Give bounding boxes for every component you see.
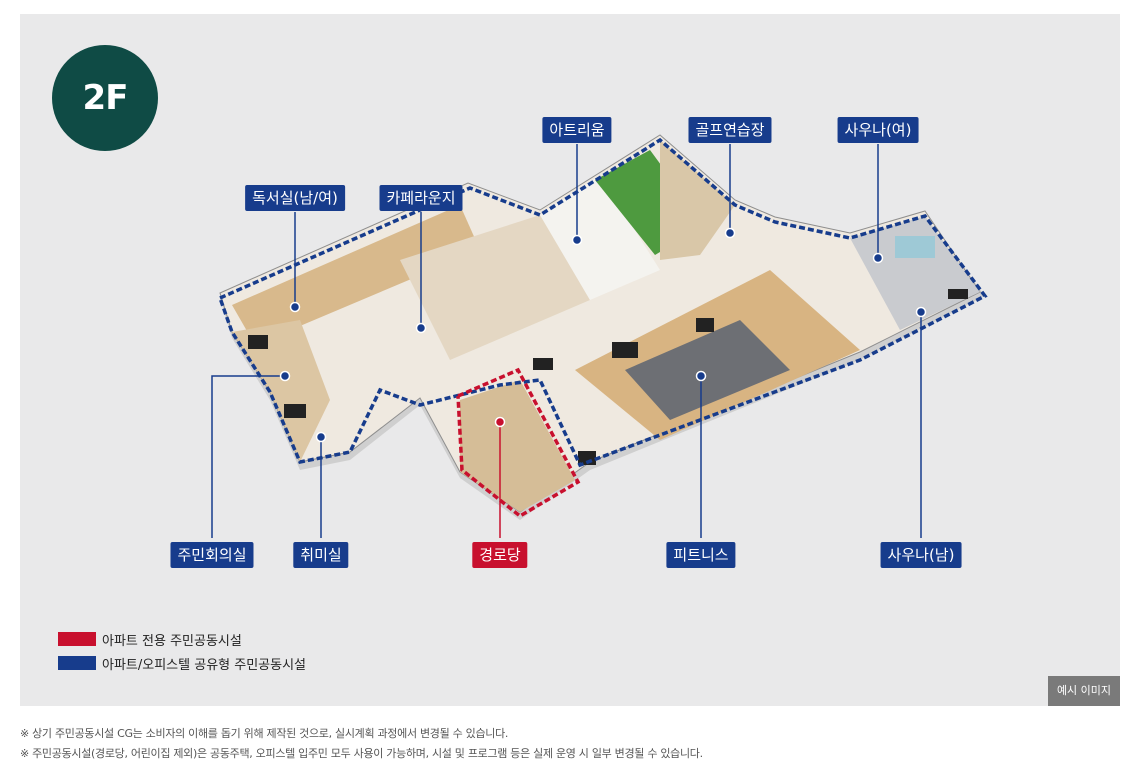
- example-image-tag: 예시 이미지: [1048, 676, 1120, 706]
- shared-boundary: [218, 137, 988, 468]
- legend-swatch-exclusive: [58, 632, 96, 646]
- legend-label-exclusive: 아파트 전용 주민공동시설: [102, 633, 242, 649]
- floor-badge: 2F: [52, 45, 158, 151]
- interior-zones: [232, 140, 980, 512]
- legend-exclusive: 아파트 전용 주민공동시설: [58, 630, 242, 649]
- label-reading-room: 독서실(남/여): [245, 185, 345, 211]
- leader-lines: [211, 144, 922, 538]
- label-residents-meeting-room: 주민회의실: [170, 542, 254, 568]
- location-dots: [279, 227, 927, 443]
- legend-label-shared: 아파트/오피스텔 공유형 주민공동시설: [102, 657, 307, 673]
- label-golf-practice: 골프연습장: [688, 117, 772, 143]
- label-sauna-male: 사우나(남): [880, 542, 962, 568]
- footnote-1: ※ 상기 주민공동시설 CG는 소비자의 이해를 돕기 위해 제작된 것으로, …: [20, 727, 509, 740]
- label-atrium: 아트리움: [542, 117, 612, 143]
- legend-shared: 아파트/오피스텔 공유형 주민공동시설: [58, 654, 307, 673]
- label-senior-center: 경로당: [472, 542, 528, 568]
- label-fitness: 피트니스: [666, 542, 736, 568]
- label-cafe-lounge: 카페라운지: [379, 185, 463, 211]
- label-sauna-female: 사우나(여): [837, 117, 919, 143]
- legend-swatch-shared: [58, 656, 96, 670]
- exclusive-boundary: [456, 367, 581, 519]
- label-hobby-room: 취미실: [293, 542, 349, 568]
- footnote-2: ※ 주민공동시설(경로당, 어린이집 제외)은 공동주택, 오피스텔 입주민 모…: [20, 747, 703, 760]
